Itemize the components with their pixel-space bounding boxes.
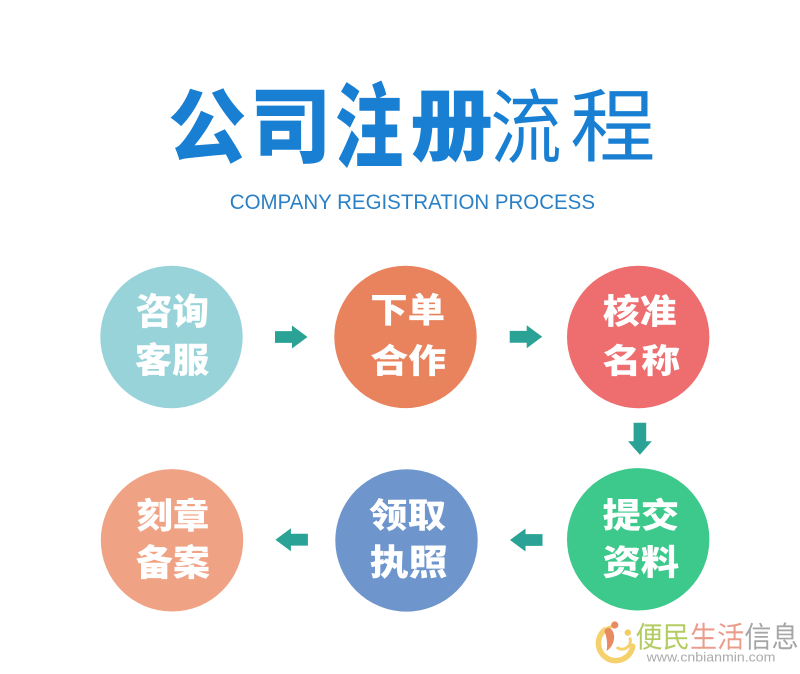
svg-text:COMPANY REGISTRATION PROCESS: COMPANY REGISTRATION PROCESS bbox=[230, 191, 595, 214]
svg-text:www.cnbianmin.com: www.cnbianmin.com bbox=[645, 650, 775, 664]
